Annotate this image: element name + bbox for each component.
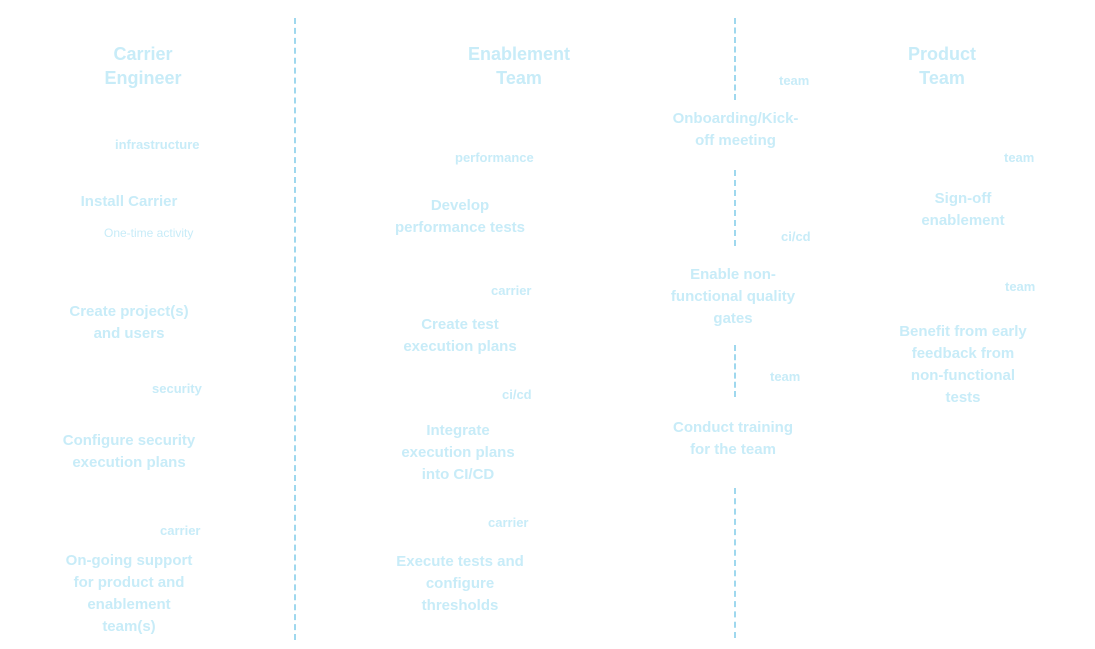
step-install-carrier: Install Carrier bbox=[80, 193, 178, 210]
step-onboarding-kickoff: Onboarding/Kick- off meeting bbox=[672, 110, 799, 149]
lane-title-product-team: Product Team bbox=[907, 44, 976, 88]
step-conduct-training: Conduct training for the team bbox=[673, 419, 793, 458]
lane-title-enablement-team: Enablement Team bbox=[467, 44, 571, 88]
step-tag: team bbox=[1005, 279, 1036, 294]
step-create-projects: Create project(s) and users bbox=[69, 303, 189, 342]
step-benefit-early-feedback: Benefit from early feedback from non-fun… bbox=[899, 323, 1027, 406]
step-tag: team bbox=[779, 73, 810, 88]
step-tag: carrier bbox=[491, 283, 532, 298]
step-tag: performance bbox=[455, 150, 534, 165]
step-sign-off-enablement: Sign-off enablement bbox=[921, 190, 1005, 229]
step-enable-quality-gates: Enable non- functional quality gates bbox=[670, 266, 796, 327]
step-tag: team bbox=[1004, 150, 1035, 165]
step-tag: carrier bbox=[488, 515, 529, 530]
lane-divider-2c bbox=[734, 345, 736, 397]
step-tag: carrier bbox=[160, 523, 201, 538]
lane-divider-2b bbox=[734, 170, 736, 246]
step-execute-tests: Execute tests and configure thresholds bbox=[396, 553, 524, 614]
step-develop-performance-tests: Develop performance tests bbox=[394, 197, 526, 236]
step-configure-security: Configure security execution plans bbox=[62, 432, 196, 471]
step-create-test-execution-plans: Create test execution plans bbox=[403, 316, 517, 355]
step-tag: ci/cd bbox=[781, 229, 811, 244]
step-note: One-time activity bbox=[104, 226, 194, 240]
lane-divider-2d bbox=[734, 488, 736, 638]
step-ongoing-support: On-going support for product and enablem… bbox=[65, 552, 193, 635]
step-integrate-execution-plans: Integrate execution plans into CI/CD bbox=[401, 422, 515, 483]
lane-title-carrier-engineer: Carrier Engineer bbox=[104, 44, 182, 88]
step-tag: team bbox=[770, 369, 801, 384]
step-tag: ci/cd bbox=[502, 387, 532, 402]
lane-divider-1 bbox=[294, 18, 296, 640]
step-tag: security bbox=[152, 381, 202, 396]
step-tag: infrastructure bbox=[115, 137, 200, 152]
lane-divider-2 bbox=[734, 18, 736, 100]
